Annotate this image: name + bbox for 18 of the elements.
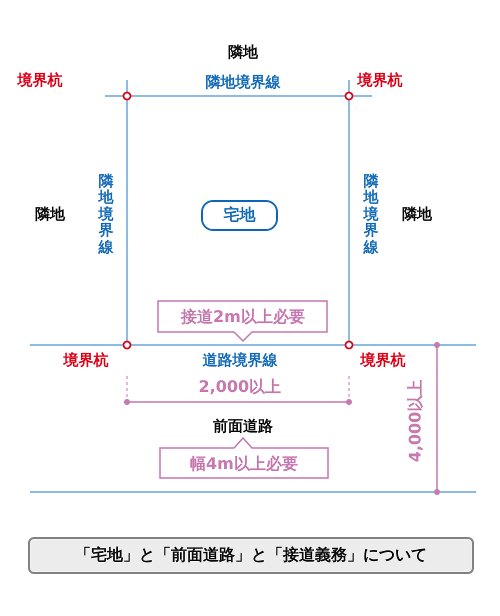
boundary-line-label: 隣地境界線 <box>364 172 378 255</box>
dimension-label: 4,000以上 <box>406 380 423 462</box>
caption-box: 「宅地」と「前面道路」と「接道義務」について <box>28 537 474 574</box>
neighbor-lot-label: 隣地 <box>228 44 258 60</box>
boundary-stake-label: 境界杭 <box>358 72 402 88</box>
callout-text: 幅4m以上必要 <box>190 456 298 472</box>
boundary-line-label: 隣地境界線 <box>206 74 280 90</box>
dimension-label: 2,000以上 <box>198 379 282 395</box>
boundary-stake-label: 境界杭 <box>360 352 406 368</box>
neighbor-lot-label: 隣地 <box>402 206 432 222</box>
callout-text: 接道2m以上必要 <box>181 309 305 325</box>
boundary-stake-label: 境界杭 <box>64 352 108 368</box>
road-boundary-label: 道路境界線 <box>202 352 278 368</box>
road-label: 前面道路 <box>213 418 273 434</box>
boundary-line-label: 隣地境界線 <box>98 172 114 255</box>
neighbor-lot-label: 隣地 <box>35 206 65 222</box>
boundary-stake-label: 境界杭 <box>18 72 62 88</box>
lot-box: 宅地 <box>201 200 278 231</box>
